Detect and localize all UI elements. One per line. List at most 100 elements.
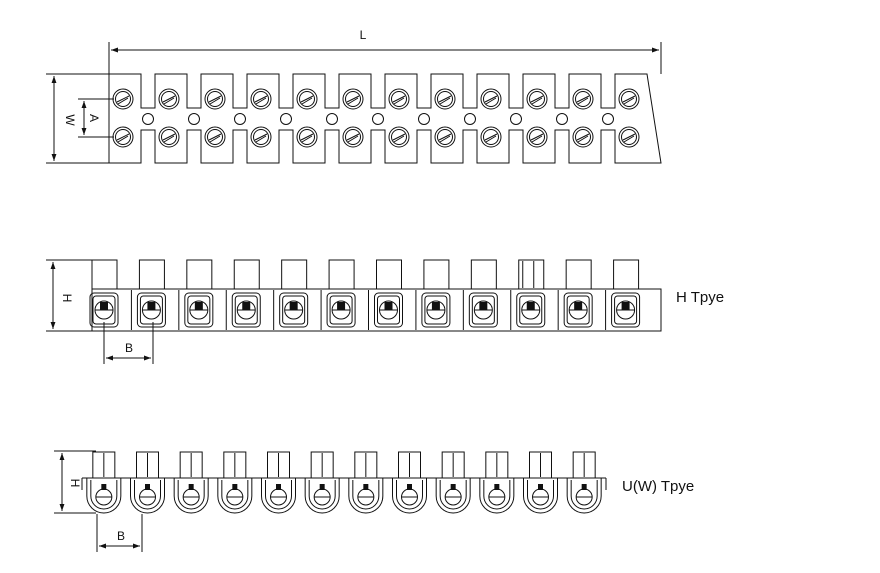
h-terminal-inner bbox=[614, 295, 638, 325]
u-inner-cup bbox=[396, 480, 423, 510]
u-outer-cup bbox=[392, 478, 427, 514]
u-outer-cup bbox=[173, 478, 209, 514]
screw-slot bbox=[393, 97, 405, 105]
screw-slot bbox=[162, 95, 176, 103]
h-top-screw-housing bbox=[613, 259, 640, 290]
screw-head bbox=[483, 91, 499, 107]
u-outer-cup bbox=[523, 478, 558, 514]
u-outer-cup bbox=[304, 478, 340, 514]
screw-outer-ring bbox=[158, 126, 180, 148]
u-top-screw-housing bbox=[441, 451, 465, 479]
h-top-screw-housing bbox=[233, 259, 260, 290]
h-terminal-frame bbox=[326, 292, 356, 328]
h-terminal-frame bbox=[279, 292, 309, 328]
u-outer-cup bbox=[217, 478, 253, 514]
screw-outer-ring bbox=[480, 126, 502, 148]
screw-slot bbox=[117, 135, 129, 143]
screw-slot bbox=[438, 95, 452, 103]
h-terminal-inner bbox=[282, 295, 306, 325]
u-inner-cup bbox=[221, 480, 249, 510]
screw-outer-ring bbox=[342, 126, 364, 148]
mounting-hole bbox=[234, 113, 246, 125]
length-label: L bbox=[360, 28, 367, 42]
screw-head bbox=[299, 129, 315, 145]
screw-outer-ring bbox=[204, 126, 226, 148]
mounting-hole bbox=[142, 113, 154, 125]
screw-head bbox=[621, 129, 637, 145]
screw-head bbox=[529, 129, 545, 145]
h-terminal-frame bbox=[136, 292, 166, 328]
u-top-screw-housing bbox=[354, 451, 378, 479]
u-top-screw-housing bbox=[529, 451, 552, 479]
screw-head bbox=[437, 91, 453, 107]
screw-head bbox=[115, 129, 131, 145]
u-inner-cup bbox=[527, 480, 554, 510]
screw-head bbox=[207, 129, 223, 145]
h-type-view: H B H Tpye bbox=[46, 259, 724, 364]
screw-slot bbox=[208, 95, 222, 103]
screw-head bbox=[575, 91, 591, 107]
mounting-hole bbox=[280, 113, 292, 125]
u-clamp-screw bbox=[538, 484, 543, 490]
screw-outer-ring bbox=[618, 88, 640, 110]
h-terminal-inner bbox=[187, 295, 211, 325]
screw-head bbox=[621, 91, 637, 107]
u-type-label: U(W) Tpye bbox=[622, 478, 694, 495]
screw-outer-ring bbox=[204, 88, 226, 110]
h-clamp-screw bbox=[621, 302, 630, 310]
u-pitch-label: B bbox=[117, 529, 125, 543]
screw-slot bbox=[255, 97, 267, 105]
screw-outer-ring bbox=[434, 88, 456, 110]
h-clamp-screw bbox=[242, 302, 251, 310]
h-top-screw-housing bbox=[328, 259, 355, 290]
screw-slot bbox=[485, 135, 497, 143]
screw-slot bbox=[530, 133, 544, 141]
screw-outer-ring bbox=[434, 126, 456, 148]
u-clamp-screw bbox=[276, 484, 281, 490]
u-top-screw-housing bbox=[310, 451, 334, 479]
screw-outer-ring bbox=[618, 126, 640, 148]
screw-head bbox=[529, 91, 545, 107]
u-clamp-screw bbox=[581, 484, 587, 490]
h-top-screw-housing bbox=[138, 259, 165, 290]
u-inner-cup bbox=[177, 480, 205, 510]
u-outer-cup bbox=[566, 478, 602, 514]
u-clamp-screw bbox=[494, 484, 500, 490]
screw-head bbox=[253, 129, 269, 145]
u-clamp-screw bbox=[145, 484, 150, 490]
screw-outer-ring bbox=[296, 126, 318, 148]
screw-slot bbox=[255, 135, 267, 143]
screw-head bbox=[483, 129, 499, 145]
u-clamp-screw bbox=[363, 484, 369, 490]
u-outer-cup bbox=[479, 478, 515, 514]
u-clamp-screw bbox=[407, 484, 412, 490]
h-terminal-frame bbox=[468, 292, 498, 328]
h-terminal-inner bbox=[329, 295, 353, 325]
screw-head bbox=[161, 91, 177, 107]
screw-slot bbox=[117, 97, 129, 105]
h-top-screw-housing bbox=[423, 259, 450, 290]
u-clamp-screw bbox=[319, 484, 325, 490]
screw-head bbox=[391, 129, 407, 145]
screw-slot bbox=[623, 97, 635, 105]
h-terminal-frame bbox=[563, 292, 593, 328]
screw-slot bbox=[209, 97, 221, 105]
u-type-view: H B U(W) Tpye bbox=[54, 450, 694, 552]
screw-slot bbox=[116, 95, 130, 103]
u-top-screw-housing bbox=[572, 451, 596, 479]
screw-slot bbox=[300, 133, 314, 141]
h-terminal-inner bbox=[519, 295, 543, 325]
u-inner-cup bbox=[439, 480, 467, 510]
mounting-hole bbox=[372, 113, 384, 125]
screw-outer-ring bbox=[572, 126, 594, 148]
u-inner-cup bbox=[308, 480, 336, 510]
screw-slot bbox=[577, 97, 589, 105]
mounting-hole bbox=[464, 113, 476, 125]
h-top-screw-housing bbox=[470, 259, 497, 290]
screw-head bbox=[253, 91, 269, 107]
h-top-screw-housing bbox=[91, 259, 118, 290]
u-top-screw-housing bbox=[485, 451, 509, 479]
h-clamp-screw bbox=[526, 302, 535, 310]
screw-slot bbox=[116, 133, 130, 141]
